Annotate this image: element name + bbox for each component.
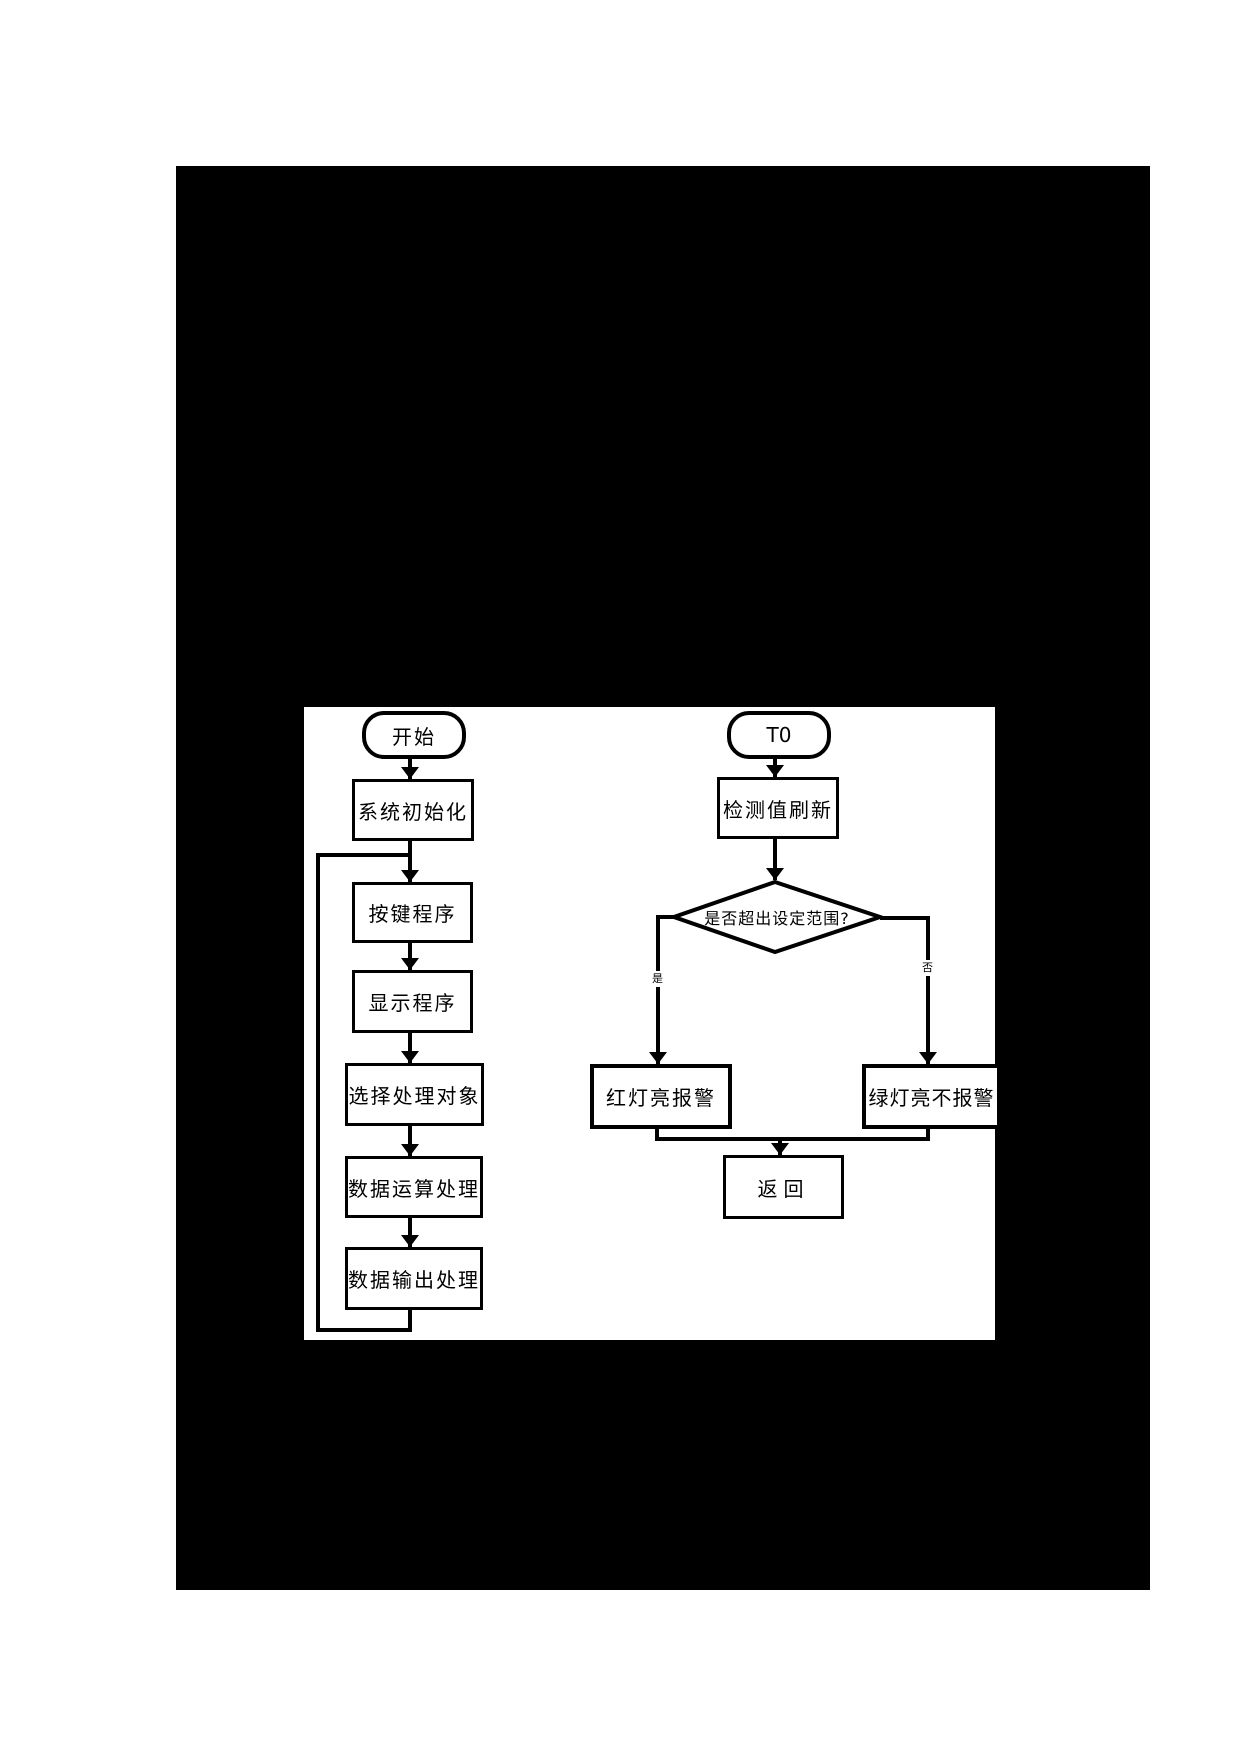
flow-node-system-init: 系统初始化 xyxy=(352,779,474,841)
arrow-down-icon xyxy=(766,868,784,880)
flow-node-return: 返回 xyxy=(723,1155,844,1219)
arrow-down-icon xyxy=(401,1051,419,1063)
branch-yes-line xyxy=(656,915,660,1064)
decision-diamond-shape xyxy=(671,879,883,955)
flow-node-green-no-alarm: 绿灯亮不报警 xyxy=(862,1064,1001,1129)
decision-label: 是否超出设定范围? xyxy=(704,909,850,928)
branch-yes-line xyxy=(656,915,680,919)
connector-line xyxy=(408,1212,412,1247)
arrow-down-icon xyxy=(771,1143,789,1155)
merge-line xyxy=(926,1121,930,1141)
decision-diamond: 是否超出设定范围? xyxy=(671,879,883,955)
arrow-down-icon xyxy=(766,765,784,777)
loop-line-left xyxy=(316,853,320,1332)
connector-line xyxy=(408,1304,412,1332)
connector-line xyxy=(408,1120,412,1156)
arrow-down-icon xyxy=(401,1235,419,1247)
flow-node-data-output: 数据输出处理 xyxy=(345,1247,483,1310)
branch-label-no: 否 xyxy=(920,960,935,976)
merge-line xyxy=(655,1137,930,1141)
arrow-down-icon xyxy=(401,1144,419,1156)
connector-line xyxy=(773,751,777,777)
flow-node-display-routine: 显示程序 xyxy=(352,970,473,1033)
arrow-down-icon xyxy=(649,1052,667,1064)
flowchart-panel: 开始 系统初始化 按键程序 显示程序 选择处理对象 数据运算处理 数据输出处理 … xyxy=(304,707,1001,1340)
flow-node-key-routine: 按键程序 xyxy=(352,882,473,943)
arrow-down-icon xyxy=(401,870,419,882)
flow-node-refresh-value: 检测值刷新 xyxy=(717,777,839,839)
connector-line xyxy=(408,937,412,970)
branch-no-line xyxy=(926,916,930,1064)
flow-node-select-object: 选择处理对象 xyxy=(345,1063,484,1126)
flow-node-data-calc: 数据运算处理 xyxy=(345,1156,483,1218)
merge-line xyxy=(655,1121,659,1141)
flow-node-t0: T0 xyxy=(727,711,831,759)
arrow-down-icon xyxy=(919,1052,937,1064)
loop-line-top xyxy=(316,853,412,857)
branch-no-line xyxy=(880,916,930,920)
loop-line-bottom xyxy=(316,1328,412,1332)
flow-node-red-alarm: 红灯亮报警 xyxy=(590,1064,732,1129)
arrow-down-icon xyxy=(401,767,419,779)
connector-line xyxy=(408,835,412,882)
branch-label-yes: 是 xyxy=(650,971,665,987)
flow-node-start: 开始 xyxy=(362,711,466,759)
arrow-down-icon xyxy=(401,958,419,970)
connector-line xyxy=(408,1027,412,1063)
connector-line xyxy=(408,751,412,779)
connector-line xyxy=(773,833,777,880)
